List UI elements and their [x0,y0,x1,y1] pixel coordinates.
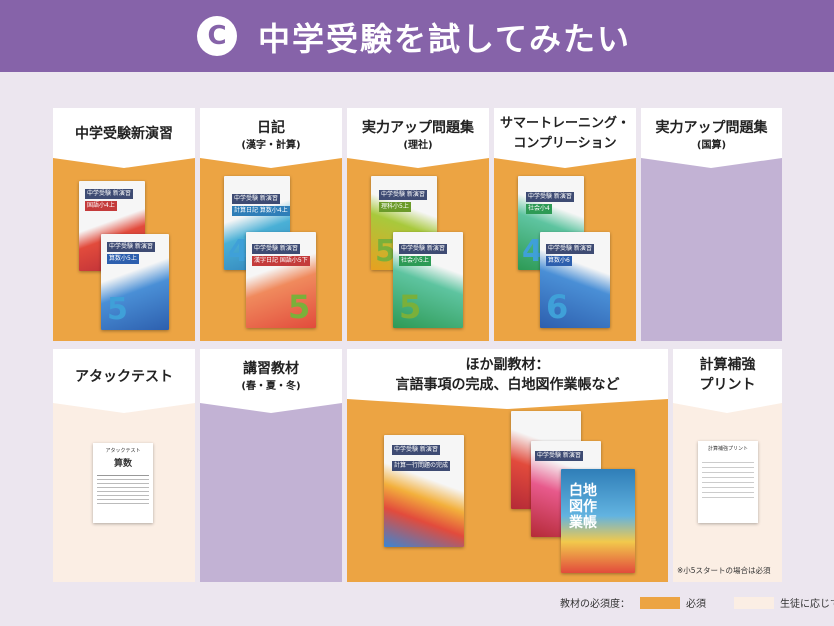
card-subtitle: (漢字・計算) [241,140,301,151]
book-number: 4 [522,234,543,269]
book-cover: 中学受験 新演習 社会小5上 5 [393,232,463,328]
header-notch [673,399,782,413]
card-header: 日記 (漢字・計算) [200,108,342,168]
card-header: 講習教材 (春・夏・冬) [200,349,342,413]
header-bar: C 中学受験を試してみたい [0,0,834,72]
card-jitsuryoku-kokusan: 実力アップ問題集 (国算) [641,108,782,341]
book-label: 中学受験 新演習 [535,451,583,461]
card-title: 中学受験新演習 [75,126,173,142]
worksheet-thumbnail: アタックテスト 算数 [93,443,153,523]
card-header: 実力アップ問題集 (理社) [347,108,489,168]
card-subtitle: (理社) [403,140,433,151]
header-notch [53,154,195,168]
header-notch [200,154,342,168]
legend-required: 必須 [686,599,706,610]
book-cover: 中学受験 新演習 算数小5上 5 [101,234,169,330]
legend-swatch-as-needed [734,597,774,609]
card-title: 計算補強 [699,357,756,373]
card-header: 中学受験新演習 [53,108,195,168]
card-hoka-fukukyozai: ほか副教材： 言語事項の完成、白地図作業帳など 中学受験 新演習 計算一行問題の… [347,349,668,582]
book-number: 5 [107,292,128,327]
card-shingaku-shinenshu: 中学受験新演習 中学受験 新演習 国語小4上 中学受験 新演習 算数小5上 5 [53,108,195,341]
book-number: 5 [288,288,311,326]
book-title: 計算一行問題の完成 [392,461,451,471]
book-label: 中学受験 新演習 [85,189,133,199]
header-notch [53,399,195,413]
card-header: 実力アップ問題集 (国算) [641,108,782,168]
card-koushu-kyozai: 講習教材 (春・夏・冬) [200,349,342,582]
card-title: 実力アップ問題集 [655,120,768,136]
card-title: 講習教材 [243,361,299,377]
book-title: 算数小5上 [107,254,139,264]
header-notch [200,399,342,413]
book-label: 中学受験 新演習 [252,244,300,254]
worksheet-heading: アタックテスト [105,448,141,454]
card-title-line2: 言語事項の完成、白地図作業帳など [395,377,620,393]
page-title: 中学受験を試してみたい [258,20,632,58]
legend-label: 教材の必須度： [560,599,630,610]
book-number: 4 [228,234,249,269]
worksheet-thumbnail: 計算補強プリント [698,441,758,523]
legend-as-needed: 生徒に応じて [780,599,834,610]
card-attack-test: アタックテスト アタックテスト 算数 [53,349,195,582]
header-notch [347,154,489,168]
book-label: 中学受験 新演習 [107,242,155,252]
book-title: 白地図作業帳 [569,483,597,531]
card-keisan-hokyo: 計算補強 プリント 計算補強プリント ※小5スタートの場合は必須 [673,349,782,582]
header-notch [641,154,782,168]
card-subtitle: (春・夏・冬) [241,381,301,392]
legend-swatch-required [640,597,680,609]
book-number: 6 [546,288,569,326]
card-header: ほか副教材： 言語事項の完成、白地図作業帳など [347,349,668,409]
book-title: 計算日記 算数小4上 [232,206,290,216]
card-header: 計算補強 プリント [673,349,782,413]
card-title-line2: プリント [699,377,756,393]
card-title: サマートレーニング・ [499,116,630,131]
card-title: ほか副教材： [465,357,550,373]
book-cover: 中学受験 新演習 算数小6 6 [540,232,610,328]
header-notch [347,395,668,409]
book-title: 算数小6 [546,256,572,266]
worksheet-lines [97,475,149,506]
book-cover: 中学受験 新演習 漢字日記 国語小5下 5 [246,232,316,328]
card-header: アタックテスト [53,349,195,413]
book-label: 中学受験 新演習 [526,192,574,202]
book-label: 中学受験 新演習 [232,194,280,204]
card-subtitle: (国算) [696,140,727,151]
card-jitsuryoku-rishya: 実力アップ問題集 (理社) 中学受験 新演習 理科小5上 5 中学受験 新演習 … [347,108,489,341]
book-cover: 中学受験 新演習 計算一行問題の完成 [384,435,464,547]
card-title: アタックテスト [75,369,173,385]
card-title: 日記 [257,120,285,136]
book-label: 中学受験 新演習 [379,190,427,200]
footnote: ※小5スタートの場合は必須 [677,566,771,575]
card-nikki: 日記 (漢字・計算) 中学受験 新演習 計算日記 算数小4上 4 中学受験 新演… [200,108,342,341]
worksheet-heading: 計算補強プリント [707,446,748,452]
book-number: 5 [399,288,422,326]
card-title-line2: コンプリーション [513,136,617,151]
book-label: 中学受験 新演習 [399,244,447,254]
card-title: 実力アップ問題集 [362,120,474,136]
book-cover: 白地図作業帳 [561,469,635,573]
book-title: 社会小5上 [399,256,431,266]
book-title: 国語小4上 [85,201,117,211]
worksheet-lines [702,458,754,498]
card-header: サマートレーニング・ コンプリーション [494,108,636,168]
book-label: 中学受験 新演習 [392,445,440,455]
section-badge: C [197,16,237,56]
card-summer-training: サマートレーニング・ コンプリーション 中学受験 新演習 社会小4 4 中学受験… [494,108,636,341]
book-title: 漢字日記 国語小5下 [252,256,310,266]
book-title: 社会小4 [526,204,552,214]
header-notch [494,154,636,168]
book-number: 5 [375,234,396,269]
book-label: 中学受験 新演習 [546,244,594,254]
worksheet-subject: 算数 [113,459,132,469]
book-title: 理科小5上 [379,202,411,212]
